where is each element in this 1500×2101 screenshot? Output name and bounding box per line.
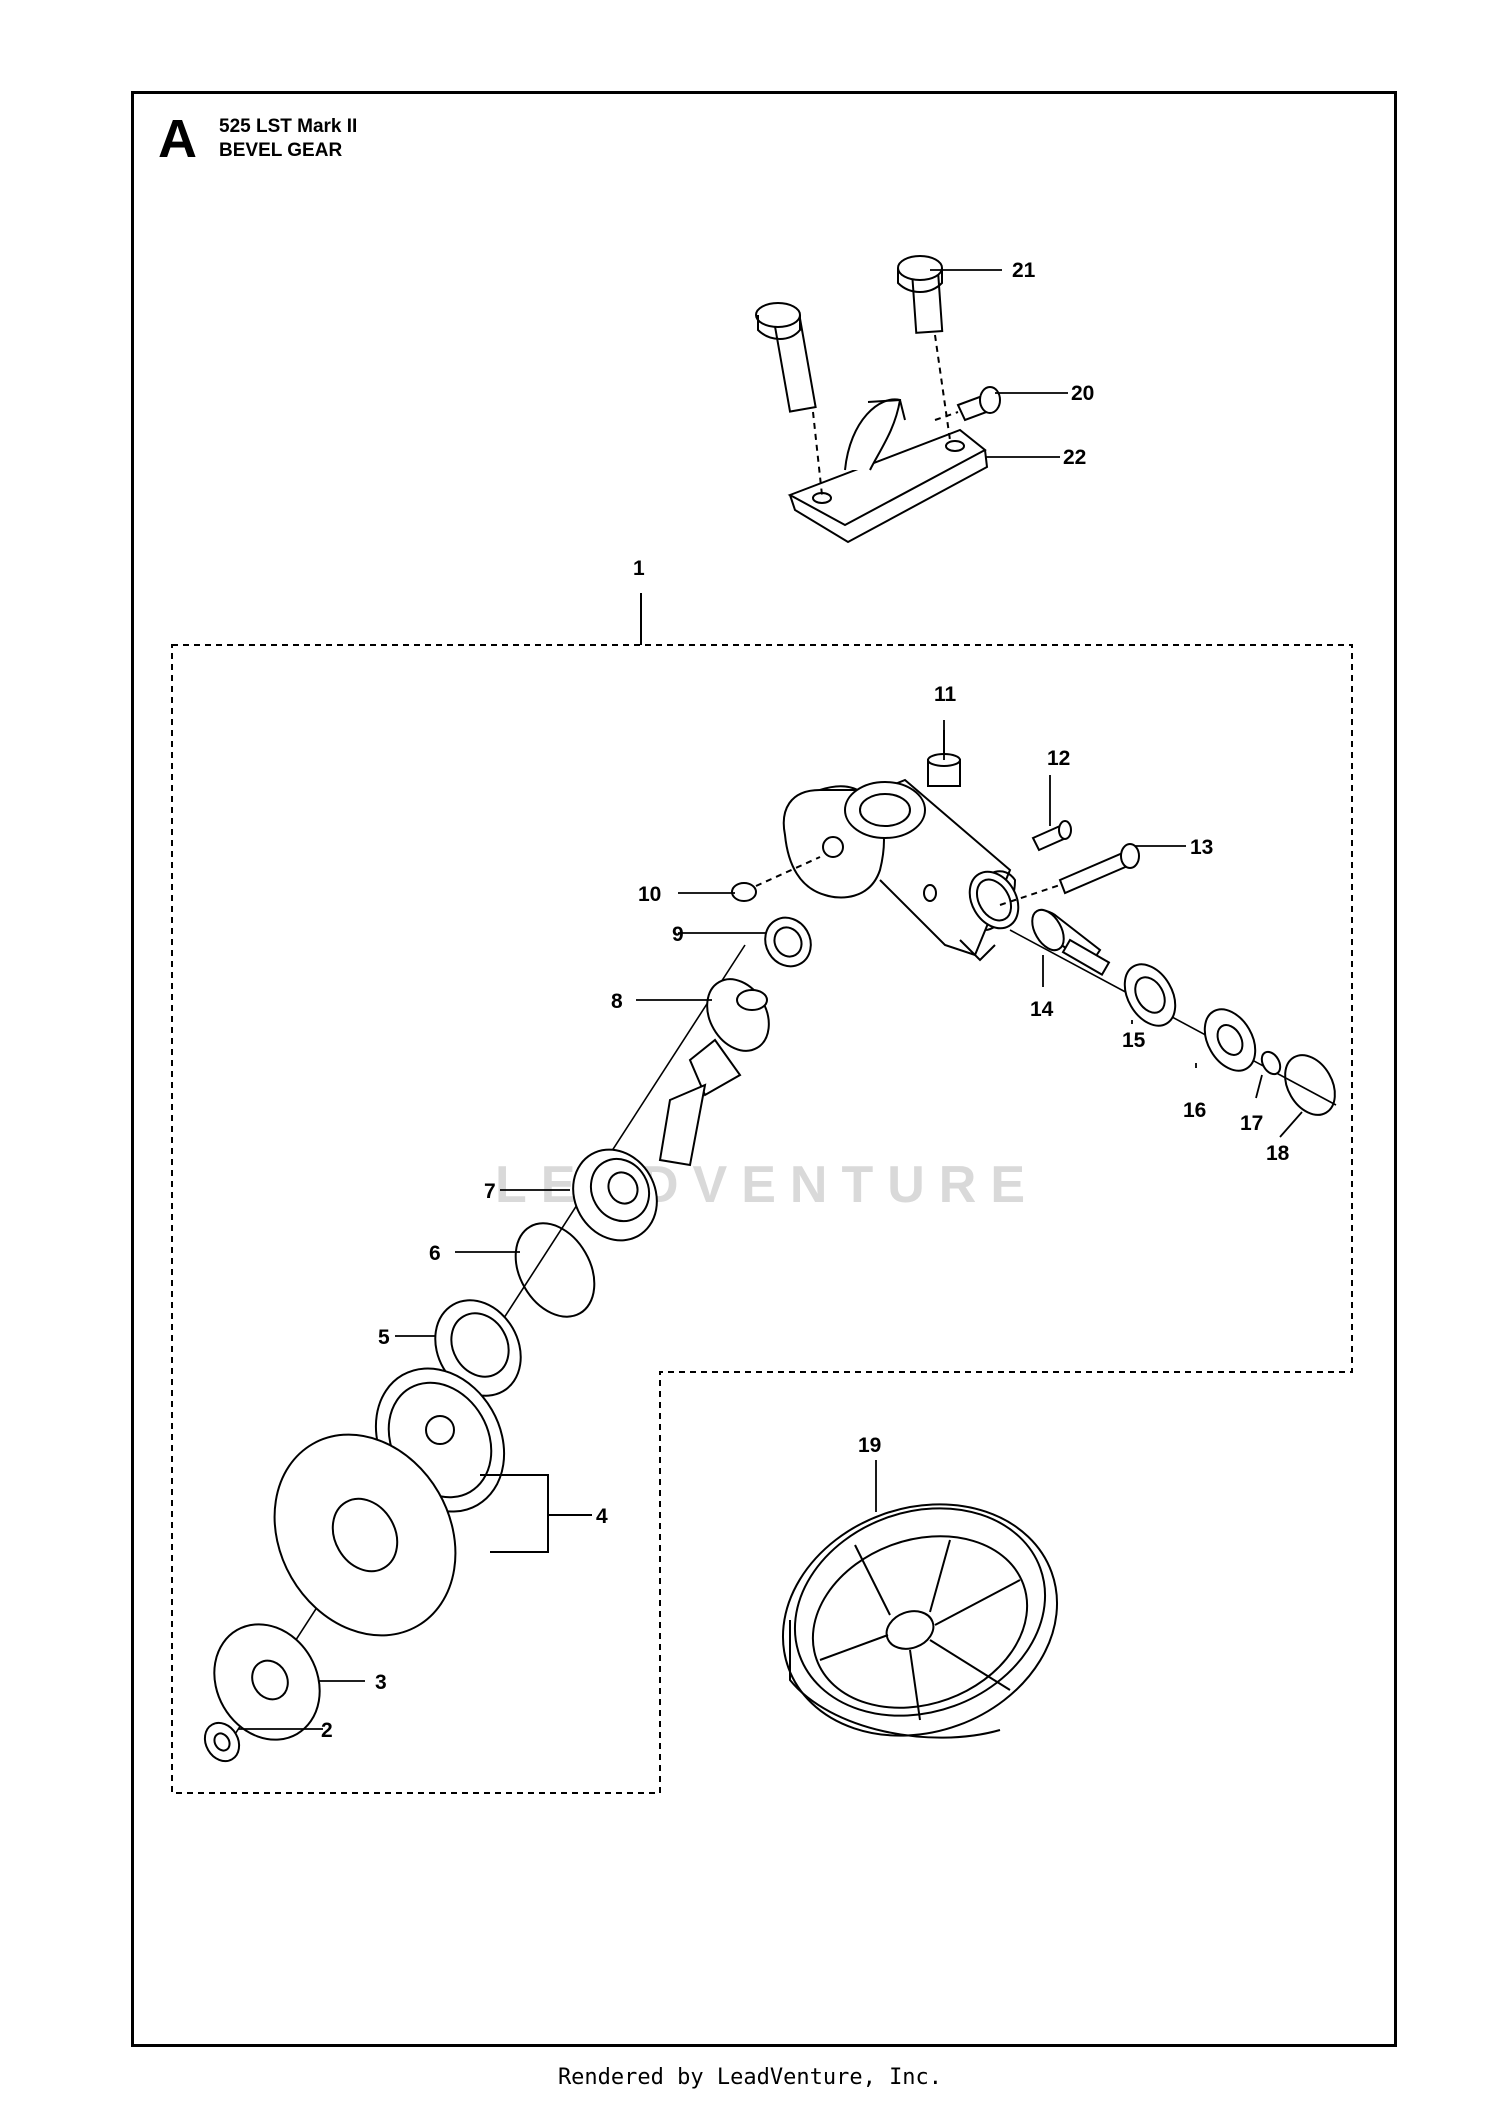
callout-16: 16 bbox=[1183, 1099, 1206, 1122]
section-letter: A bbox=[158, 109, 197, 169]
callout-8: 8 bbox=[611, 990, 623, 1013]
model-name: 525 LST Mark II bbox=[219, 116, 358, 137]
callout-18: 18 bbox=[1266, 1142, 1290, 1165]
clamp-bracket bbox=[787, 398, 989, 544]
diagram-frame bbox=[131, 91, 1397, 2047]
callout-1: 1 bbox=[633, 557, 645, 580]
circlip-18 bbox=[1284, 1054, 1336, 1116]
callout-11: 11 bbox=[934, 683, 957, 706]
support-cup-3 bbox=[213, 1623, 321, 1741]
seal-5 bbox=[434, 1299, 522, 1397]
callout-5: 5 bbox=[378, 1326, 390, 1349]
bearing-15 bbox=[1123, 963, 1177, 1027]
assembly-boundary bbox=[171, 644, 1353, 1794]
section-name: BEVEL GEAR bbox=[219, 140, 343, 161]
callout-13: 13 bbox=[1190, 836, 1213, 859]
footer-credit: Rendered by LeadVenture, Inc. bbox=[557, 2065, 943, 2090]
screw-12 bbox=[1031, 820, 1072, 852]
callout-22: 22 bbox=[1063, 446, 1086, 469]
bearing-7 bbox=[572, 1148, 658, 1242]
pinion-gear-14 bbox=[1031, 908, 1111, 976]
clamp-screw-left bbox=[755, 302, 823, 496]
callout-9: 9 bbox=[672, 923, 684, 946]
bevel-gear-shaft-8 bbox=[658, 978, 770, 1167]
screw-13 bbox=[999, 843, 1140, 906]
circlip-6 bbox=[514, 1222, 596, 1318]
callout-3: 3 bbox=[375, 1671, 387, 1694]
callout-4: 4 bbox=[596, 1505, 608, 1528]
callout-numbers: 1 2 3 4 5 6 7 8 9 10 11 12 13 14 15 16 1… bbox=[321, 259, 1290, 1742]
ring-17 bbox=[1260, 1050, 1282, 1076]
needle-bearing-9 bbox=[764, 916, 812, 968]
callout-20: 20 bbox=[1071, 382, 1094, 405]
gear-housing bbox=[782, 778, 1020, 962]
callout-2: 2 bbox=[321, 1719, 333, 1742]
callout-6: 6 bbox=[429, 1242, 441, 1265]
nut-2 bbox=[203, 1721, 241, 1763]
screw-10 bbox=[731, 856, 821, 902]
callout-12: 12 bbox=[1047, 747, 1070, 770]
blade-holder-4 bbox=[273, 1367, 592, 1637]
callout-7: 7 bbox=[484, 1180, 496, 1203]
callout-14: 14 bbox=[1030, 998, 1054, 1021]
callout-19: 19 bbox=[858, 1434, 881, 1457]
leader-lines bbox=[238, 269, 1303, 1730]
callout-17: 17 bbox=[1240, 1112, 1263, 1135]
callout-10: 10 bbox=[638, 883, 661, 906]
clamp-screw-right bbox=[897, 255, 951, 441]
callout-15: 15 bbox=[1122, 1029, 1146, 1052]
bearing-16 bbox=[1203, 1008, 1257, 1072]
callout-21: 21 bbox=[1012, 259, 1036, 282]
protective-cup-19 bbox=[781, 1503, 1059, 1739]
